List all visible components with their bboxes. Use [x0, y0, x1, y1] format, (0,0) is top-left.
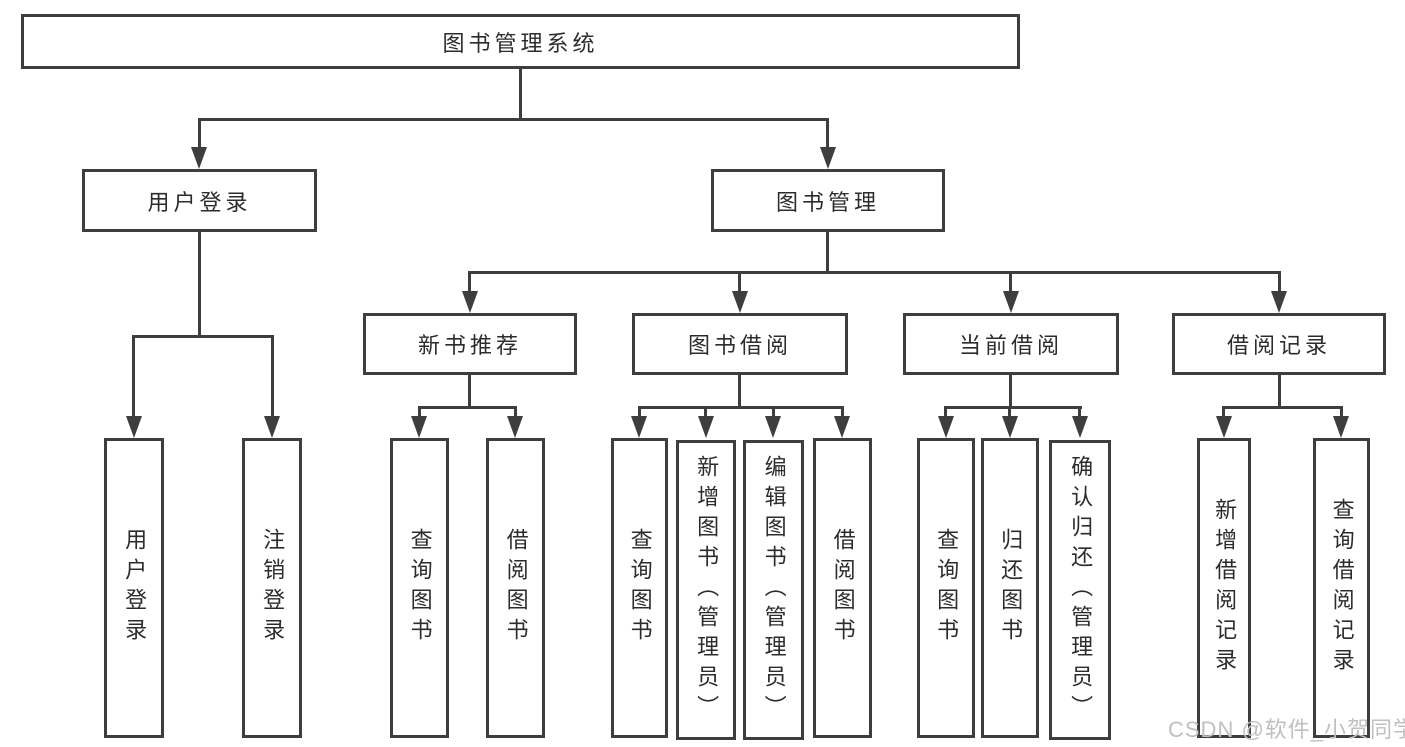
connector-drop-cb-return: [1008, 406, 1011, 420]
arrow-down-icon: [462, 291, 478, 313]
arrow-down-icon: [411, 416, 427, 438]
connector-drop-cb-confirm: [1078, 406, 1081, 420]
node-leaf-cb-confirm-return: 确认归还（管理员）: [1049, 440, 1111, 740]
node-current-borrow: 当前借阅: [903, 313, 1119, 375]
node-new-book-recommend: 新书推荐: [363, 313, 577, 375]
node-borrow-record-label: 借阅记录: [1226, 333, 1331, 358]
connector-book-management-rail: [468, 271, 1281, 274]
arrow-down-icon: [820, 147, 836, 169]
node-leaf-bb-borrow-book-label: 借阅图书: [830, 528, 856, 648]
connector-drop-new-book-recommend: [468, 271, 471, 293]
arrow-down-icon: [191, 147, 207, 169]
arrow-down-icon: [1333, 416, 1349, 438]
connector-drop-current-borrow: [1009, 271, 1012, 293]
node-leaf-bb-edit-book: 编辑图书（管理员）: [743, 440, 804, 740]
node-leaf-logout-label: 注销登录: [260, 528, 286, 648]
node-leaf-cb-query-book-label: 查询图书: [934, 528, 960, 648]
node-new-book-recommend-label: 新书推荐: [417, 333, 522, 358]
node-root-label: 图书管理系统: [442, 30, 599, 56]
node-leaf-nb-query-book: 查询图书: [390, 438, 449, 738]
arrow-down-icon: [126, 416, 142, 438]
connector-drop-bb-borrow: [841, 406, 844, 420]
connector-book-management-stem: [826, 232, 829, 274]
connector-current-borrow-stem: [1009, 375, 1012, 408]
node-leaf-user-login: 用户登录: [104, 438, 164, 738]
node-book-borrow-label: 图书借阅: [687, 333, 792, 358]
node-leaf-br-query-record-label: 查询借阅记录: [1329, 498, 1355, 678]
connector-root-rail: [198, 118, 828, 121]
arrow-down-icon: [938, 416, 954, 438]
arrow-down-icon: [507, 416, 523, 438]
csdn-watermark: CSDN @软件_小贺同学: [1168, 717, 1405, 742]
connector-drop-cb-query: [944, 406, 947, 420]
connector-borrow-record-rail: [1222, 406, 1343, 409]
node-leaf-br-add-record-label: 新增借阅记录: [1212, 498, 1238, 678]
connector-root-stem: [519, 69, 522, 121]
node-borrow-record: 借阅记录: [1172, 313, 1386, 375]
node-book-management-label: 图书管理: [775, 189, 880, 215]
arrow-down-icon: [1216, 416, 1232, 438]
arrow-down-icon: [765, 416, 781, 438]
node-leaf-cb-return-book-label: 归还图书: [998, 528, 1024, 648]
connector-drop-borrow-record: [1278, 271, 1281, 293]
node-user-login: 用户登录: [82, 169, 317, 232]
connector-drop-book-borrow: [738, 271, 741, 293]
node-leaf-bb-borrow-book: 借阅图书: [813, 438, 872, 738]
arrow-down-icon: [1271, 291, 1287, 313]
arrow-down-icon: [264, 416, 280, 438]
node-book-borrow: 图书借阅: [632, 313, 848, 375]
connector-drop-bb-edit: [772, 406, 775, 420]
node-leaf-user-login-label: 用户登录: [122, 528, 148, 648]
node-user-login-label: 用户登录: [147, 189, 252, 215]
node-leaf-nb-query-book-label: 查询图书: [407, 528, 433, 648]
arrow-down-icon: [631, 416, 647, 438]
node-current-borrow-label: 当前借阅: [958, 333, 1063, 358]
connector-drop-ul-user-login: [132, 335, 135, 419]
node-leaf-bb-add-book: 新增图书（管理员）: [676, 440, 736, 740]
node-leaf-cb-return-book: 归还图书: [981, 438, 1039, 738]
arrow-down-icon: [732, 291, 748, 313]
connector-drop-nb-query: [418, 406, 421, 420]
node-leaf-nb-borrow-book-label: 借阅图书: [503, 528, 529, 648]
connector-drop-user-login: [198, 118, 201, 150]
connector-drop-ul-logout: [271, 335, 274, 419]
arrow-down-icon: [1072, 416, 1088, 438]
node-leaf-bb-query-book: 查询图书: [611, 438, 668, 738]
node-book-management: 图书管理: [711, 169, 945, 232]
connector-book-borrow-stem: [738, 375, 741, 408]
connector-new-book-recommend-stem: [468, 375, 471, 408]
node-leaf-logout: 注销登录: [242, 438, 302, 738]
connector-drop-bb-add: [704, 406, 707, 420]
node-leaf-nb-borrow-book: 借阅图书: [486, 438, 545, 738]
connector-drop-nb-borrow: [514, 406, 517, 420]
arrow-down-icon: [834, 416, 850, 438]
node-leaf-cb-confirm-return-label: 确认归还（管理员）: [1068, 455, 1094, 725]
connector-borrow-record-stem: [1278, 375, 1281, 408]
arrow-down-icon: [1003, 291, 1019, 313]
node-leaf-bb-add-book-label: 新增图书（管理员）: [694, 455, 720, 725]
connector-drop-br-query: [1340, 406, 1343, 420]
connector-drop-book-management: [826, 118, 829, 150]
arrow-down-icon: [1002, 416, 1018, 438]
node-leaf-bb-edit-book-label: 编辑图书（管理员）: [761, 455, 787, 725]
node-leaf-br-add-record: 新增借阅记录: [1197, 438, 1251, 738]
node-root: 图书管理系统: [21, 14, 1020, 69]
connector-drop-bb-query: [638, 406, 641, 420]
connector-user-login-rail: [132, 335, 274, 338]
arrow-down-icon: [698, 416, 714, 438]
connector-drop-br-add: [1222, 406, 1225, 420]
node-leaf-br-query-record: 查询借阅记录: [1313, 438, 1370, 738]
connector-new-book-recommend-rail: [418, 406, 517, 409]
node-leaf-bb-query-book-label: 查询图书: [627, 528, 653, 648]
connector-current-borrow-rail: [944, 406, 1082, 409]
node-leaf-cb-query-book: 查询图书: [917, 438, 975, 738]
connector-book-borrow-rail: [638, 406, 844, 409]
connector-user-login-stem: [198, 232, 201, 337]
